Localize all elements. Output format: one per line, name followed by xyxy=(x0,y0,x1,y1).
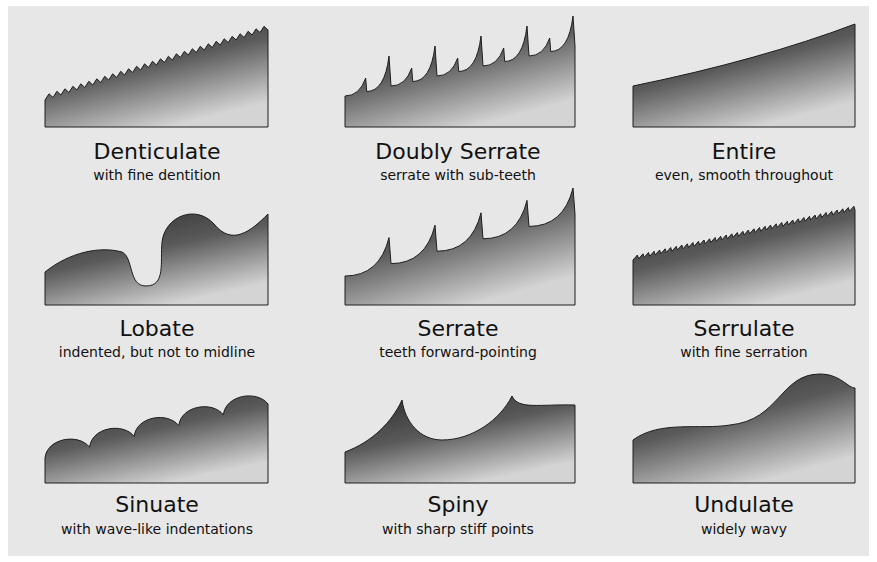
margin-name: Lobate xyxy=(120,316,195,341)
serrulate-shape xyxy=(633,206,855,305)
doubly-serrate-shape xyxy=(345,16,575,127)
lobate-shape xyxy=(45,214,268,305)
sinuate-shape xyxy=(45,396,268,483)
margin-name: Spiny xyxy=(427,492,488,517)
margin-description: serrate with sub-teeth xyxy=(380,167,536,183)
entire-shape xyxy=(633,24,855,127)
margin-name: Sinuate xyxy=(115,492,199,517)
margin-description: teeth forward-pointing xyxy=(379,344,537,360)
margin-description: with wave-like indentations xyxy=(61,521,253,537)
margin-description: widely wavy xyxy=(701,521,787,537)
margin-name: Serrate xyxy=(418,316,499,341)
margin-name: Entire xyxy=(712,139,777,164)
margin-description: indented, but not to midline xyxy=(59,344,255,360)
margin-description: with fine serration xyxy=(680,344,807,360)
margin-description: even, smooth throughout xyxy=(655,167,833,183)
margin-name: Serrulate xyxy=(694,316,795,341)
margin-description: with sharp stiff points xyxy=(382,521,534,537)
margin-description: with fine dentition xyxy=(93,167,220,183)
serrate-shape xyxy=(345,188,575,305)
margin-name: Undulate xyxy=(694,492,794,517)
margin-name: Denticulate xyxy=(94,139,221,164)
undulate-shape xyxy=(633,374,855,483)
denticulate-shape xyxy=(45,26,268,127)
spiny-shape xyxy=(345,396,575,483)
margin-name: Doubly Serrate xyxy=(375,139,540,164)
